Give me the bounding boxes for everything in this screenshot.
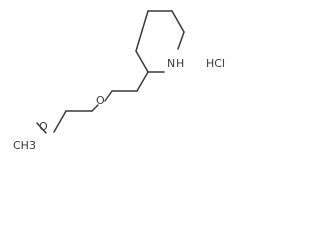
bond-ring-5 [135,50,149,73]
methyl-label: CH3 [13,139,36,152]
salt-label: HCl [206,57,225,70]
bond-ring-2 [171,10,185,33]
ether-oxygen-label: O [96,94,105,107]
bond-chain-6 [53,110,67,133]
molecule-structure: N H O O CH3 HCl [13,10,225,152]
piperidine-ring [135,10,185,73]
side-chain [36,71,149,134]
bond-chain-1 [136,71,149,92]
bond-chain-4 [91,104,99,112]
bond-ring-3 [177,31,185,50]
methoxy-oxygen-label: O [39,120,48,133]
bond-chain-7 [36,122,47,134]
bond-ring-6 [135,10,149,52]
nitrogen-atom-label: N [167,57,175,70]
nitrogen-hydrogen-label: H [176,57,184,70]
bond-chain-3 [104,90,113,102]
